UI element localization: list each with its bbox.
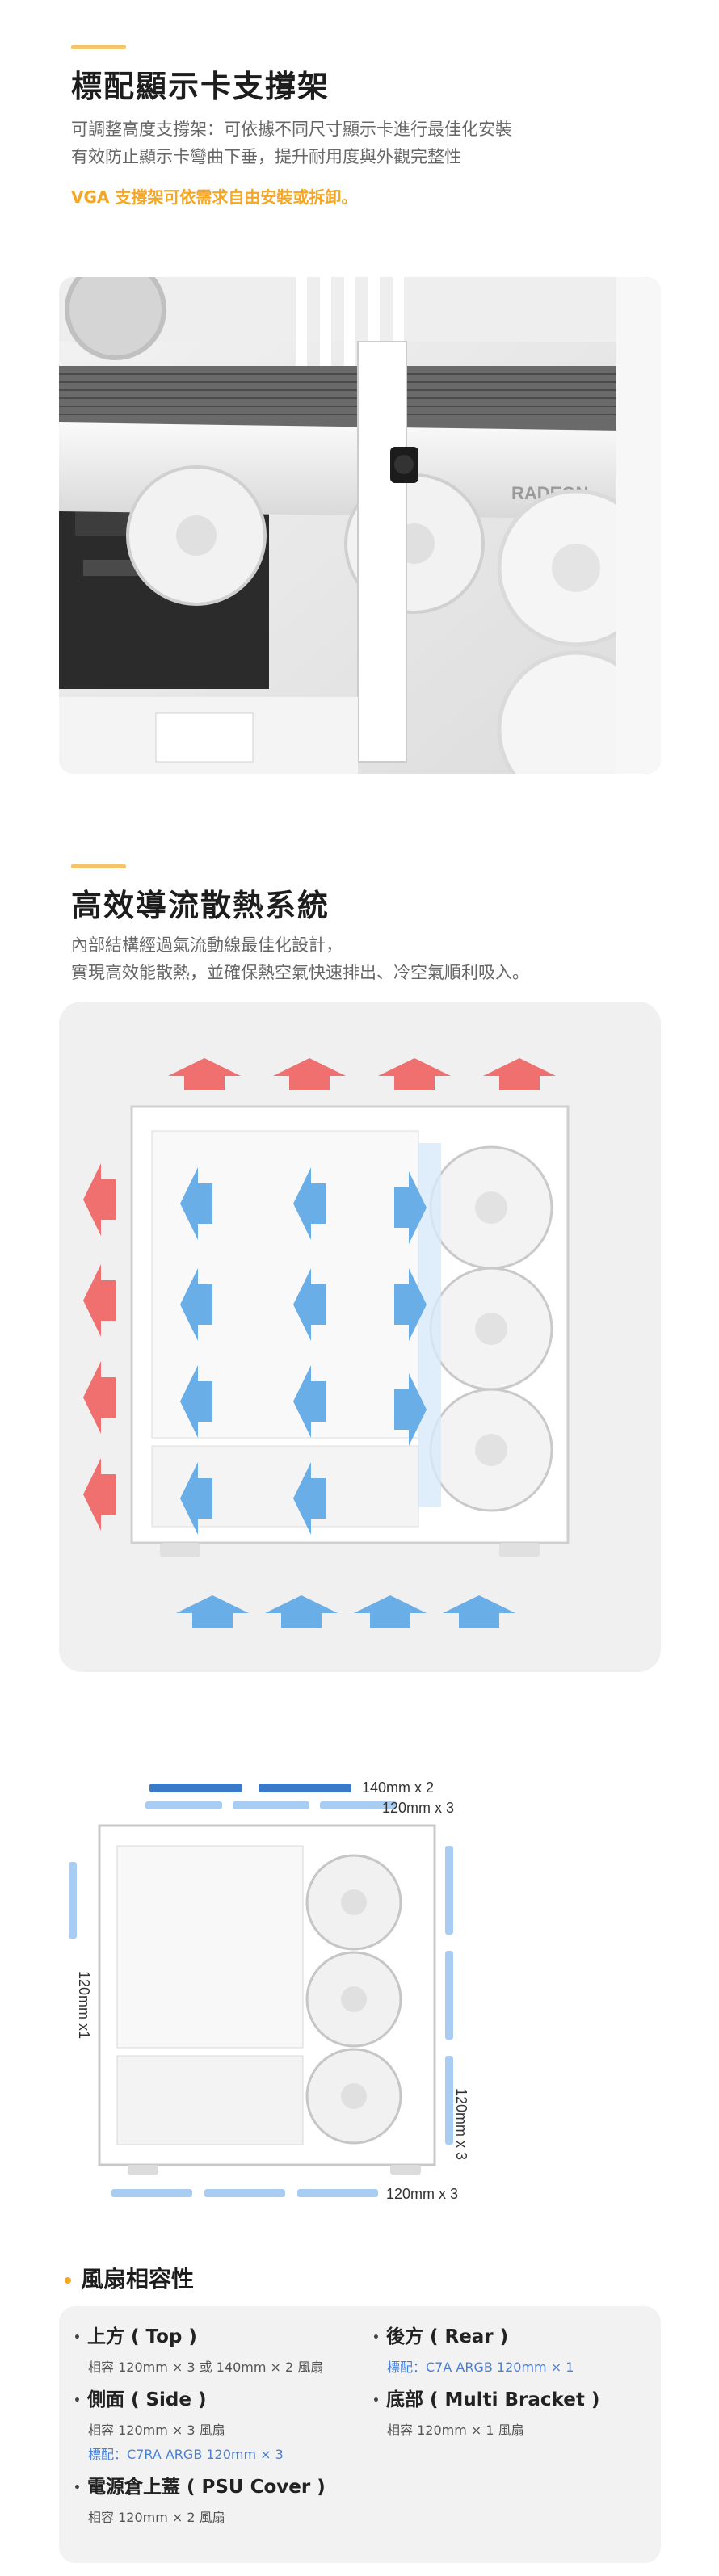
compat-bottom-line1: 相容 120mm × 1 風扇: [387, 2423, 524, 2438]
section1-title: 標配顯示卡支撐架: [71, 69, 330, 104]
compat-top-line1: 相容 120mm × 3 或 140mm × 2 風扇: [88, 2360, 324, 2375]
compat-item-rear: 後方 ( Rear ) 標配：C7A ARGB 120mm × 1: [372, 2321, 574, 2376]
compat-top-title: 上方 ( Top ): [74, 2321, 323, 2348]
rear-label: 120mm x1: [76, 1971, 92, 2039]
compat-item-top: 上方 ( Top ) 相容 120mm × 3 或 140mm × 2 風扇: [74, 2321, 323, 2376]
side-dim-bar-2: [445, 1951, 453, 2040]
bottom-dim-bar-3: [297, 2189, 378, 2197]
section1-accent-bar: [71, 45, 126, 49]
compat-title-dot: [65, 2277, 71, 2284]
section1-highlight: VGA 支撐架可依需求自由安裝或拆卸。: [71, 187, 358, 207]
section1-desc-line2: 有效防止顯示卡彎曲下垂，提升耐用度與外觀完整性: [71, 147, 461, 166]
compat-psu-title: 電源倉上蓋 ( PSU Cover ): [74, 2471, 326, 2498]
compat-item-psu: 電源倉上蓋 ( PSU Cover ) 相容 120mm × 2 風扇: [74, 2471, 326, 2526]
bottom-label: 120mm x 3: [386, 2186, 458, 2202]
side-label: 120mm x 3: [453, 2088, 469, 2160]
top-120-label: 120mm x 3: [382, 1800, 454, 1816]
section2-desc-line1: 內部結構經過氣流動線最佳化設計，: [71, 935, 343, 955]
fan-support-diagram: 140mm x 2 120mm x 3 120mm x1 120mm x 3: [59, 1780, 584, 2213]
top-120-dim-bar-2: [233, 1801, 309, 1809]
bottom-dim-bar-2: [204, 2189, 285, 2197]
compat-bottom-title: 底部 ( Multi Bracket ): [372, 2384, 599, 2411]
section2-accent-bar: [71, 864, 126, 868]
compat-item-bottom: 底部 ( Multi Bracket ) 相容 120mm × 1 風扇: [372, 2384, 599, 2439]
top-140-dim-bar-1: [149, 1784, 242, 1792]
top-exhaust-arrows: [168, 1058, 556, 1090]
bottom-dim-bar-1: [111, 2189, 192, 2197]
top-120-dim-bar-3: [320, 1801, 397, 1809]
side-dim-bar-3: [445, 2056, 453, 2145]
compat-rear-line1: 標配：C7A ARGB 120mm × 1: [387, 2360, 574, 2375]
rear-exhaust-arrows: [83, 1163, 116, 1531]
airflow-diagram: [59, 1002, 661, 1672]
section1-desc-line1: 可調整高度支撐架：可依據不同尺寸顯示卡進行最佳化安裝: [71, 120, 512, 139]
compat-rear-title: 後方 ( Rear ): [372, 2321, 574, 2348]
compat-title: 風扇相容性: [81, 2266, 195, 2292]
top-140-label: 140mm x 2: [362, 1781, 434, 1796]
section2-desc-line2: 實現高效能散熱，並確保熱空氣快速排出、冷空氣順利吸入。: [71, 963, 529, 982]
bottom-intake-arrows: [176, 1595, 515, 1628]
rear-dim-bar: [69, 1862, 77, 1939]
compat-card: 上方 ( Top ) 相容 120mm × 3 或 140mm × 2 風扇 後…: [59, 2306, 661, 2563]
compat-side-line1: 相容 120mm × 3 風扇: [88, 2423, 225, 2438]
gpu-bracket-photo: RADEON: [59, 277, 661, 774]
compat-side-line2: 標配：C7RA ARGB 120mm × 3: [88, 2447, 284, 2462]
top-140-dim-bar-2: [259, 1784, 351, 1792]
section2-title: 高效導流散熱系統: [71, 888, 330, 923]
gpu-bracket-illustration: RADEON: [59, 277, 661, 774]
top-120-dim-bar-1: [145, 1801, 222, 1809]
compat-item-side: 側面 ( Side ) 相容 120mm × 3 風扇 標配：C7RA ARGB…: [74, 2384, 284, 2463]
compat-psu-line1: 相容 120mm × 2 風扇: [88, 2510, 225, 2525]
compat-side-title: 側面 ( Side ): [74, 2384, 284, 2411]
side-dim-bar-1: [445, 1846, 453, 1935]
